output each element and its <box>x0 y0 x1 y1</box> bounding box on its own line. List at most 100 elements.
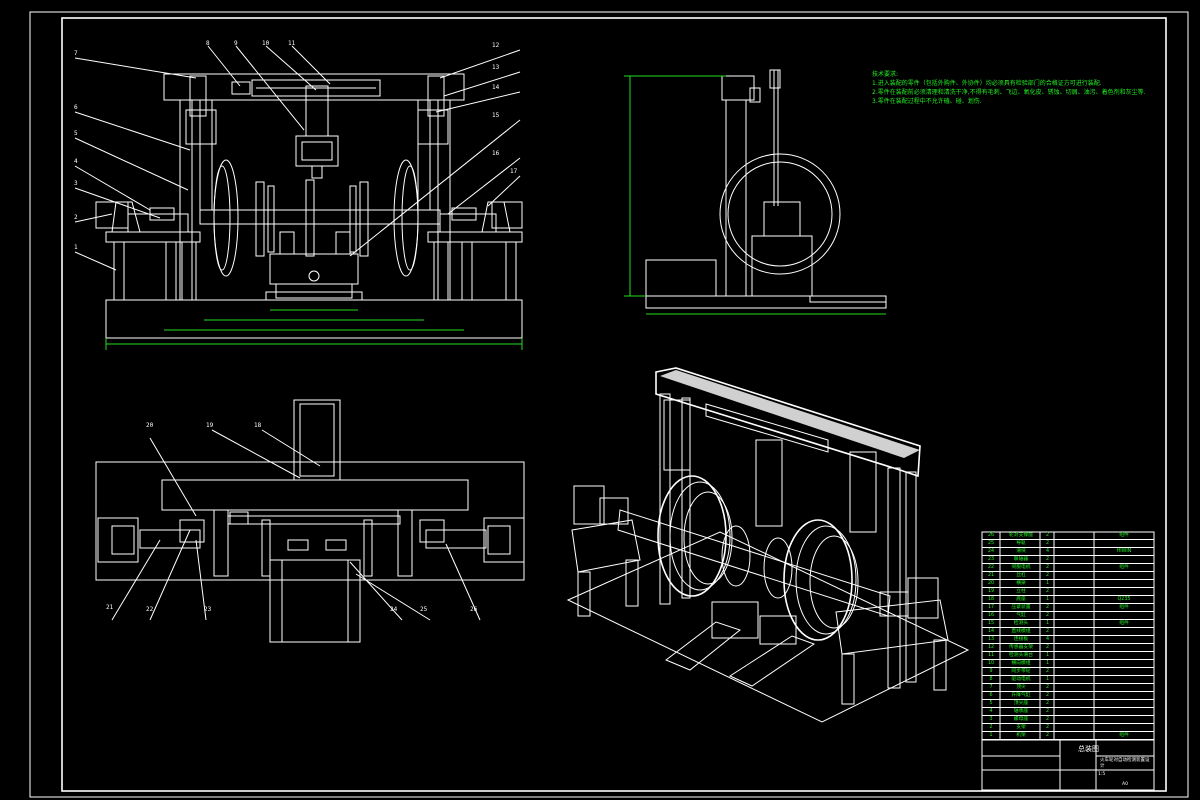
bom-cell-qty: 2 <box>1045 605 1050 610</box>
front-gantry-beam <box>163 73 465 101</box>
bom-cell-note: 组件 <box>1119 605 1129 610</box>
callout-front-right-4: 16 <box>492 150 500 157</box>
bom-cell-no: 12 <box>987 645 995 650</box>
bom-cell-name: 横梁 <box>1016 581 1026 586</box>
callout-bottom-2: 23 <box>204 606 212 613</box>
isometric-view <box>566 367 970 723</box>
bom-cell-qty: 2 <box>1045 685 1050 690</box>
product-name: 火车轮对自动检测装置设计 <box>1100 758 1150 769</box>
bom-cell-note: 组件 <box>1119 565 1129 570</box>
bom-cell-name: 轴承座 <box>1013 709 1029 714</box>
bom-cell-qty: 2 <box>1045 645 1050 650</box>
front-base-slab <box>105 299 523 339</box>
bom-cell-no: 24 <box>987 549 995 554</box>
callout-front-top-0: 8 <box>206 40 210 47</box>
bom-cell-qty: 2 <box>1045 565 1050 570</box>
bom-cell-qty: 4 <box>1045 549 1050 554</box>
bom-cell-name: 机架 <box>1016 733 1026 738</box>
tech-requirement-3: 3.零件在装配过程中不允许磕、碰、划伤. <box>872 98 982 105</box>
callout-front-top-1: 9 <box>234 40 238 47</box>
bom-cell-no: 21 <box>987 573 995 578</box>
side-wheel <box>719 153 841 275</box>
bom-row: 14 直线模组 2 <box>982 628 1154 636</box>
callout-bottom-3: 24 <box>390 606 398 613</box>
bom-cell-qty: 1 <box>1045 677 1050 682</box>
bom-cell-qty: 2 <box>1045 629 1050 634</box>
bom-cell-qty: 2 <box>1045 733 1050 738</box>
bom-cell-qty: 2 <box>1045 701 1050 706</box>
bom-row: 2 支架 2 <box>982 724 1154 732</box>
callout-bottom-1: 22 <box>146 606 154 613</box>
bom-cell-no: 11 <box>987 653 995 658</box>
bom-cell-name: 轮对支撑座 <box>1009 533 1033 538</box>
bom-table <box>981 531 1155 791</box>
bom-cell-qty: 2 <box>1045 573 1050 578</box>
bom-cell-name: 顶尖 <box>1016 685 1026 690</box>
callout-front-left-3: 4 <box>74 158 78 165</box>
bom-cell-name: 滑块 <box>1016 549 1026 554</box>
bom-cell-note: Q235 <box>1117 597 1131 602</box>
callout-front-left-5: 2 <box>74 214 78 221</box>
bom-cell-name: 检测头滑台 <box>1009 653 1033 658</box>
tech-requirements: 技术要求: 1.进入装配的零件（包括外购件、外协件）均必须具有检验部门的合格证方… <box>872 70 1172 106</box>
tech-requirement-1: 1.进入装配的零件（包括外购件、外协件）均必须具有检验部门的合格证方可进行装配. <box>872 80 1102 87</box>
drawing-title: 总装图 <box>1078 745 1099 753</box>
callout-front-right-3: 15 <box>492 112 500 119</box>
bom-cell-name: 导轨 <box>1016 541 1026 546</box>
bom-cell-qty: 2 <box>1045 725 1050 730</box>
bom-cell-name: 升降气缸 <box>1011 693 1031 698</box>
callout-front-left-4: 3 <box>74 180 78 187</box>
top-view <box>95 399 525 643</box>
bom-cell-no: 19 <box>987 589 995 594</box>
bom-cell-name: 底座 <box>1016 597 1026 602</box>
bom-cell-no: 14 <box>987 629 995 634</box>
bom-cell-qty: 1 <box>1045 597 1050 602</box>
bom-cell-note: 组件 <box>1119 621 1129 626</box>
callout-front-left-2: 5 <box>74 130 78 137</box>
front-view <box>74 45 523 350</box>
title-block <box>981 739 1155 791</box>
bom-cell-no: 7 <box>989 685 993 690</box>
tech-requirement-2: 2.零件在装配前必须清理和清洗干净,不得有毛刺、飞边、氧化皮、锈蚀、切屑、油污、… <box>872 89 1146 96</box>
callout-bottom-5: 26 <box>470 606 478 613</box>
bom-cell-name: 驱动电机 <box>1011 677 1031 682</box>
bom-cell-name: 横向模组 <box>1011 661 1031 666</box>
callout-bottom-0: 21 <box>106 604 114 611</box>
bom-cell-qty: 2 <box>1045 533 1050 538</box>
bom-cell-name: 直线模组 <box>1011 629 1031 634</box>
callout-front-right-1: 13 <box>492 64 500 71</box>
callout-top-0: 20 <box>146 422 154 429</box>
bom-cell-qty: 4 <box>1045 637 1050 642</box>
bom-cell-no: 15 <box>987 621 995 626</box>
bom-cell-no: 20 <box>987 581 995 586</box>
callout-top-2: 18 <box>254 422 262 429</box>
bom-cell-qty: 2 <box>1045 709 1050 714</box>
bom-cell-no: 16 <box>987 613 995 618</box>
bom-cell-no: 2 <box>989 725 993 730</box>
bom-cell-no: 3 <box>989 717 993 722</box>
bom-cell-qty: 2 <box>1045 541 1050 546</box>
bom-cell-name: 支架 <box>1016 725 1026 730</box>
front-wheel-left <box>213 159 239 277</box>
iso-wheel-right <box>783 519 853 641</box>
bom-cell-no: 1 <box>989 733 993 738</box>
bom-cell-name: 顶尖座 <box>1013 701 1029 706</box>
bom-cell-qty: 2 <box>1045 693 1050 698</box>
bom-cell-no: 23 <box>987 557 995 562</box>
